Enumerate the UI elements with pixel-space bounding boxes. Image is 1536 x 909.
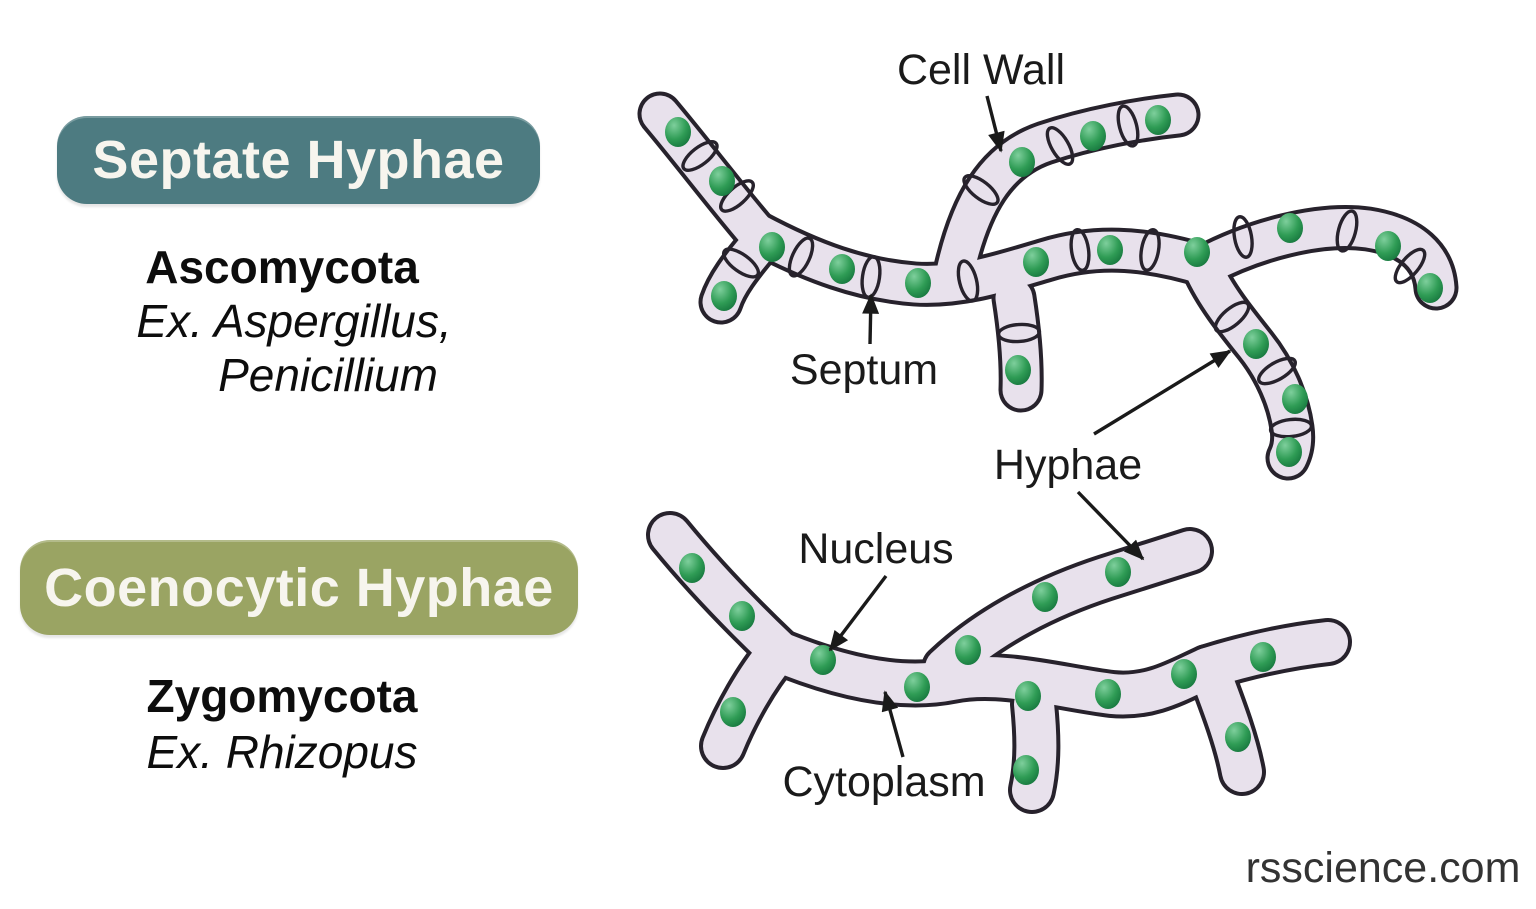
nucleus-dot bbox=[1184, 237, 1210, 267]
septa-group bbox=[681, 104, 1427, 439]
coenocytic-tube-fills bbox=[650, 515, 1348, 810]
septum-ring bbox=[721, 247, 761, 279]
annotations: Cell Wall Septum Hyphae Nucleus Cytoplas… bbox=[782, 46, 1232, 806]
septate-taxon-block: Ascomycota Ex. Aspergillus, Penicillium bbox=[62, 240, 502, 402]
watermark: rsscience.com bbox=[1245, 844, 1521, 892]
septate-hyphae-title: Septate Hyphae bbox=[92, 130, 505, 190]
coenocytic-nuclei-group bbox=[679, 553, 1276, 785]
nucleus-dot bbox=[1171, 659, 1197, 689]
septum-ring bbox=[1232, 215, 1254, 259]
nucleus-dot bbox=[1023, 247, 1049, 277]
coenocytic-hyphae-drawing bbox=[646, 511, 1352, 814]
nucleus-dot bbox=[1276, 437, 1302, 467]
septum-ring bbox=[1268, 417, 1314, 439]
septum-ring bbox=[1213, 300, 1251, 334]
nucleus-dot bbox=[720, 697, 746, 727]
coenocytic-phylum: Zygomycota bbox=[146, 670, 418, 722]
coenocytic-example-line1: Ex. Rhizopus bbox=[146, 726, 418, 778]
nucleus-dot bbox=[1250, 642, 1276, 672]
hypha-tube-segment bbox=[1186, 209, 1455, 307]
septum-label: Septum bbox=[790, 346, 938, 394]
septum-ring bbox=[996, 322, 1042, 344]
nucleus-dot bbox=[1095, 679, 1121, 709]
nucleus-arrow bbox=[828, 574, 888, 652]
cytoplasm-label: Cytoplasm bbox=[782, 758, 985, 806]
nucleus-dot bbox=[729, 601, 755, 631]
nucleus-dot bbox=[1097, 235, 1123, 265]
cell-wall-label: Cell Wall bbox=[897, 46, 1065, 94]
nucleus-dot bbox=[1417, 273, 1443, 303]
septate-example-line1: Ex. Aspergillus, bbox=[136, 295, 452, 347]
hypha-tube-segment bbox=[755, 630, 1227, 715]
nucleus-dot bbox=[1032, 582, 1058, 612]
septum-ring bbox=[962, 174, 1000, 206]
cytoplasm-arrow bbox=[881, 690, 905, 758]
hypha-tube-segment bbox=[650, 515, 798, 670]
nucleus-dot bbox=[1282, 384, 1308, 414]
septum-ring bbox=[1045, 126, 1075, 166]
septum-ring bbox=[1139, 228, 1161, 272]
septum-ring bbox=[681, 140, 719, 172]
septate-phylum: Ascomycota bbox=[145, 241, 419, 293]
nucleus-dot bbox=[1015, 681, 1041, 711]
nucleus-label: Nucleus bbox=[798, 525, 953, 573]
hypha-tube-segment bbox=[1184, 249, 1312, 477]
nucleus-dot bbox=[1009, 147, 1035, 177]
septum-ring bbox=[1116, 104, 1140, 148]
nucleus-dot bbox=[1145, 105, 1171, 135]
nucleus-dot bbox=[1105, 557, 1131, 587]
septate-example-line2: Penicillium bbox=[218, 349, 438, 401]
nucleus-dot bbox=[759, 232, 785, 262]
cell-wall-arrow bbox=[985, 95, 1005, 153]
hypha-tube-segment bbox=[925, 531, 1210, 688]
hyphae-arrow-lower bbox=[1076, 490, 1145, 561]
nucleus-dot bbox=[1243, 329, 1269, 359]
nucleus-dot bbox=[1013, 755, 1039, 785]
nucleus-dot bbox=[955, 635, 981, 665]
nucleus-dot bbox=[905, 268, 931, 298]
nucleus-dot bbox=[829, 254, 855, 284]
nucleus-dot bbox=[904, 672, 930, 702]
nucleus-dot bbox=[1277, 213, 1303, 243]
coenocytic-taxon-block: Zygomycota Ex. Rhizopus bbox=[62, 668, 502, 780]
hyphae-label: Hyphae bbox=[994, 441, 1142, 489]
hypha-tube-segment bbox=[1190, 652, 1262, 792]
nucleus-dot bbox=[709, 166, 735, 196]
nucleus-dot bbox=[810, 645, 836, 675]
septum-ring bbox=[787, 236, 815, 278]
nucleus-dot bbox=[665, 117, 691, 147]
nucleus-dot bbox=[1005, 355, 1031, 385]
septum-ring bbox=[1257, 356, 1297, 386]
septate-hyphae-drawing bbox=[637, 91, 1459, 481]
septum-ring bbox=[1069, 227, 1091, 273]
coenocytic-hyphae-title: Coenocytic Hyphae bbox=[44, 557, 554, 618]
coenocytic-hyphae-badge: Coenocytic Hyphae bbox=[20, 540, 578, 635]
septate-hyphae-badge: Septate Hyphae bbox=[57, 116, 540, 204]
septum-ring bbox=[1335, 209, 1359, 253]
septum-ring bbox=[1393, 247, 1427, 285]
septum-arrow bbox=[862, 293, 880, 345]
nucleus-dot bbox=[679, 553, 705, 583]
nucleus-dot bbox=[1080, 121, 1106, 151]
nucleus-dot bbox=[1375, 231, 1401, 261]
hyphae-arrow-upper bbox=[1093, 349, 1232, 436]
nucleus-dot bbox=[1225, 722, 1251, 752]
septate-tube-outlines bbox=[637, 91, 1459, 481]
septum-ring bbox=[956, 259, 980, 303]
septate-nuclei-group bbox=[665, 105, 1443, 467]
nucleus-dot bbox=[711, 281, 737, 311]
